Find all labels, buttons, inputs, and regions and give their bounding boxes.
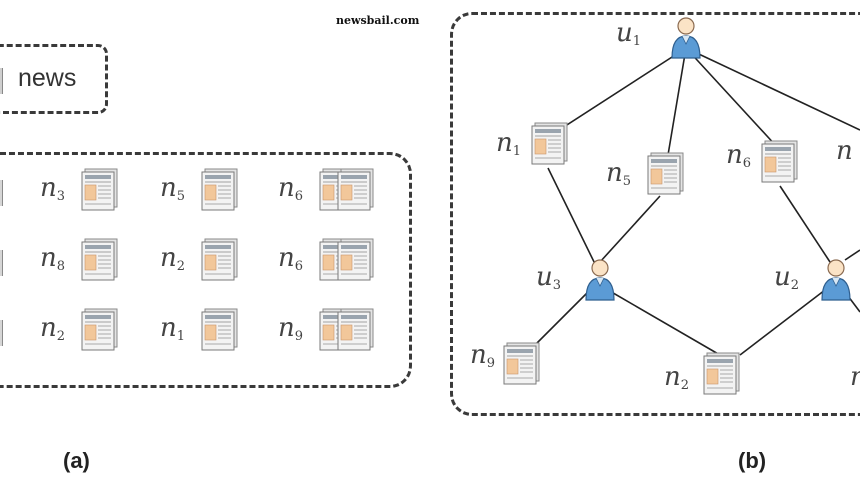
legend-news-icon-fragment bbox=[0, 68, 3, 94]
panel-b-caption: (b) bbox=[738, 448, 767, 473]
newspaper-icon bbox=[336, 308, 376, 352]
panel-a-caption: (a) bbox=[63, 448, 90, 473]
news-label-cell: n6 bbox=[278, 173, 304, 204]
news-label-cell: n9 bbox=[278, 313, 304, 344]
news-icon-fragment bbox=[0, 250, 3, 276]
newspaper-icon bbox=[702, 352, 742, 396]
newspaper-icon bbox=[502, 342, 542, 386]
news-label-cell: n1 bbox=[160, 313, 186, 344]
news-label: n9 bbox=[470, 340, 496, 371]
news-label: n2 bbox=[664, 362, 690, 393]
newspaper-icon bbox=[336, 168, 376, 212]
news-label-cell: n2 bbox=[40, 313, 66, 344]
news-label-cell: n2 bbox=[160, 243, 186, 274]
panel-b-box bbox=[450, 12, 860, 416]
news-label-cell: n8 bbox=[40, 243, 66, 274]
user-label: u1 bbox=[616, 18, 642, 49]
news-label-cell: n5 bbox=[160, 173, 186, 204]
user-label: u2 bbox=[774, 262, 800, 293]
newspaper-icon bbox=[530, 122, 570, 166]
newspaper-icon bbox=[80, 308, 120, 352]
news-icon-fragment bbox=[0, 180, 3, 206]
newspaper-icon bbox=[80, 238, 120, 282]
user-label: u3 bbox=[536, 262, 562, 293]
legend-news-label: news bbox=[18, 64, 77, 92]
user-icon bbox=[818, 258, 854, 302]
newspaper-icon bbox=[200, 238, 240, 282]
user-icon bbox=[582, 258, 618, 302]
news-icon-fragment bbox=[0, 320, 3, 346]
news-label: n5 bbox=[606, 158, 632, 189]
news-label-cell: n3 bbox=[40, 173, 66, 204]
newspaper-icon bbox=[760, 140, 800, 184]
newspaper-icon bbox=[80, 168, 120, 212]
newspaper-icon bbox=[200, 308, 240, 352]
news-label: n6 bbox=[726, 140, 752, 171]
panel-a-box bbox=[0, 152, 412, 388]
newspaper-icon bbox=[200, 168, 240, 212]
user-icon bbox=[668, 16, 704, 60]
news-label-fragment: n bbox=[850, 362, 860, 392]
news-label: n1 bbox=[496, 128, 522, 159]
news-label-cell: n6 bbox=[278, 243, 304, 274]
newspaper-icon bbox=[336, 238, 376, 282]
news-label-fragment: n bbox=[836, 136, 853, 166]
legend-box bbox=[0, 44, 108, 114]
watermark: newsbail.com bbox=[336, 14, 420, 27]
newspaper-icon bbox=[646, 152, 686, 196]
